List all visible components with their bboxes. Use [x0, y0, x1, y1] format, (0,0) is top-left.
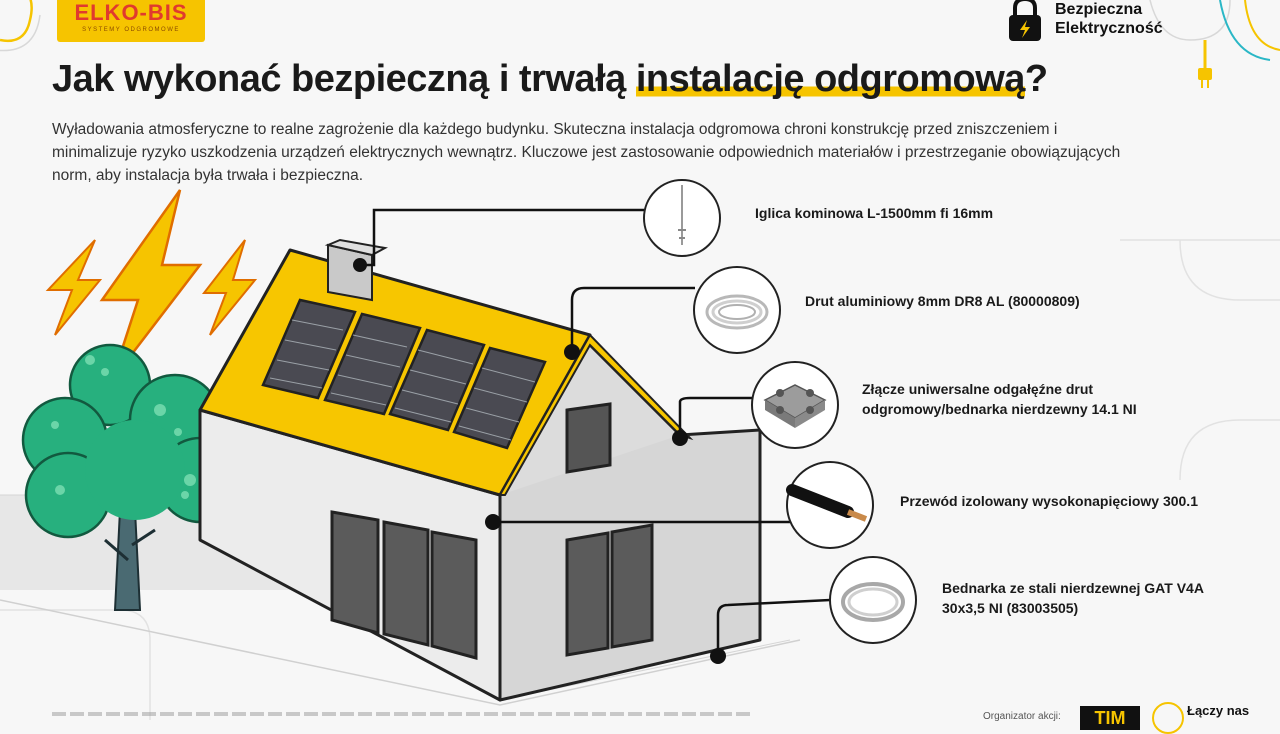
solar-panels: [261, 298, 547, 450]
product-image-aluminium-wire: [693, 266, 781, 354]
product-image-steel-flat-bar: [829, 556, 917, 644]
tim-logo: TIM: [1080, 706, 1140, 730]
page-title-part-2: ?: [1024, 58, 1048, 100]
organizer-label: Organizator akcji:: [983, 711, 1061, 722]
lacz-nas-logo-text: Łączy nas: [1187, 703, 1250, 718]
intro-paragraph: Wyładowania atmosferyczne to realne zagr…: [52, 121, 1121, 184]
product-label-aluminium-wire: Drut aluminiowy 8mm DR8 AL (80000809): [805, 293, 1080, 309]
padlock-icon: [1009, 0, 1041, 41]
badge-line-2: Elektryczność: [1055, 20, 1163, 37]
product-image-insulated-cable: [786, 461, 874, 549]
lightning-bolt-icon: [45, 239, 103, 336]
product-label-connector-clamp: Złącze uniwersalne odgałęźne drut odgrom…: [862, 381, 1137, 417]
bezpieczna-elektrycznosc-badge: Bezpieczna Elektryczność: [1005, 0, 1163, 44]
elko-bis-logo: ELKO-BIS SYSTEMY ODGROMOWE: [57, 0, 205, 42]
badge-line-1: Bezpieczna: [1055, 1, 1143, 18]
page-title: Jak wykonać bezpieczną i trwałą instalac…: [52, 58, 1048, 101]
product-label-steel-flat-bar: Bednarka ze stali nierdzewnej GAT V4A 30…: [942, 580, 1204, 616]
cable-connection-dots: [353, 258, 726, 664]
cable-lines: [360, 208, 831, 656]
product-label-insulated-cable: Przewód izolowany wysokonapięciowy 300.1: [900, 493, 1198, 509]
lacz-nas-icon: [1152, 702, 1184, 734]
page-title-highlight: instalację odgromową: [635, 58, 1025, 100]
elko-bis-logo-text: ELKO-BIS: [74, 0, 188, 25]
tree-illustration: [21, 343, 244, 611]
lightning-bolt-icon: [201, 239, 258, 336]
bottom-text-cropped: [52, 712, 752, 716]
product-label-lightning-rod: Iglica kominowa L-1500mm fi 16mm: [755, 205, 994, 221]
elko-bis-logo-subtitle: SYSTEMY ODGROMOWE: [82, 27, 180, 33]
house: [198, 238, 762, 702]
product-image-connector-clamp: [751, 361, 839, 449]
page-title-part-1: Jak wykonać bezpieczną i trwałą: [52, 58, 636, 100]
product-image-lightning-rod: [643, 179, 721, 257]
